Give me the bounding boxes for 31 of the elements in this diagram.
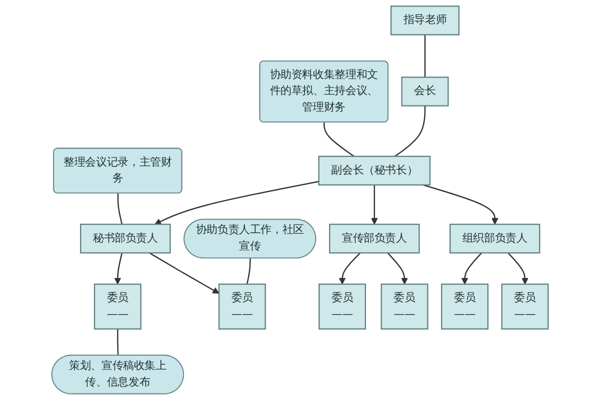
callout-bubble: 策划、宣传稿收集上传、信息发布 — [51, 354, 184, 394]
connector-line — [117, 193, 123, 224]
arrow — [149, 252, 220, 294]
arrow — [422, 184, 498, 225]
connector-line — [394, 106, 426, 157]
arrow — [338, 252, 361, 284]
org-box: 副会长（秘书长） — [318, 156, 431, 186]
connector-line — [324, 122, 354, 157]
org-box: 委员 —— — [318, 284, 366, 330]
org-box: 委员 —— — [218, 284, 266, 330]
arrow — [461, 252, 482, 284]
callout-bubble: 协助资料收集整理和文件的草拟、主持会议、管理财务 — [259, 60, 388, 122]
org-box: 委员 —— — [94, 284, 142, 330]
org-box: 委员 —— — [501, 284, 549, 330]
connector-line — [117, 328, 119, 356]
org-box: 组织部负责人 — [450, 224, 540, 254]
org-box: 会长 — [401, 76, 449, 106]
arrow — [387, 252, 408, 284]
connector-line — [246, 258, 251, 284]
arrow — [371, 184, 378, 225]
arrow — [154, 180, 319, 225]
org-box: 委员 —— — [380, 284, 428, 330]
callout-bubble: 整理会议记录，主管财务 — [53, 148, 182, 194]
connector-line — [424, 34, 426, 78]
callout-bubble: 协助负责人工作，社区宣传 — [184, 218, 316, 258]
org-box: 指导老师 — [390, 6, 460, 36]
org-box: 秘书部负责人 — [80, 224, 171, 254]
arrow — [508, 252, 528, 284]
org-box: 委员 —— — [441, 284, 488, 330]
org-box: 宣传部负责人 — [329, 224, 420, 254]
arrow — [114, 252, 123, 284]
